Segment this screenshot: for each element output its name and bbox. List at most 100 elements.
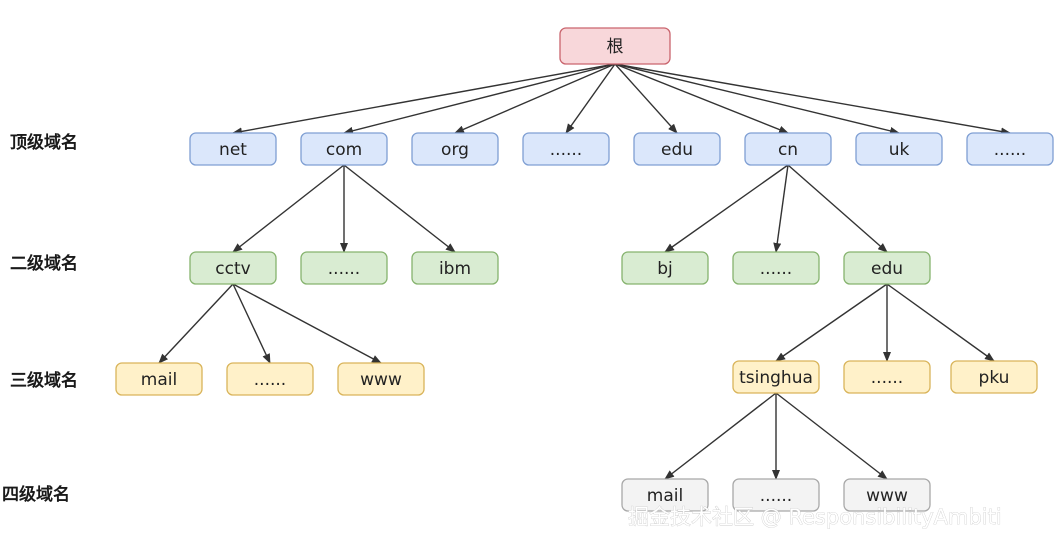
node-box bbox=[226, 362, 314, 396]
node-label: org bbox=[441, 140, 469, 160]
edge-cn-to-cn-edu bbox=[787, 164, 888, 253]
edge-tsinghua-to-tsinghua-mail bbox=[664, 392, 777, 480]
node-cctv-more: ...... bbox=[226, 362, 314, 396]
node-cctv: cctv bbox=[189, 251, 277, 285]
node-net: net bbox=[189, 132, 277, 166]
node-label: tsinghua bbox=[739, 368, 813, 388]
node-label: uk bbox=[889, 140, 910, 160]
edge-root-to-cn bbox=[614, 63, 789, 134]
edges bbox=[158, 63, 1011, 480]
node-box bbox=[621, 478, 709, 512]
node-tsinghua-www: www bbox=[843, 478, 931, 512]
node-label: bj bbox=[657, 259, 673, 279]
level-labels: 顶级域名 二级域名 三级域名 四级域名 bbox=[2, 132, 78, 505]
edge-com-to-ibm bbox=[343, 164, 456, 253]
node-box bbox=[337, 362, 425, 396]
node-uk: uk bbox=[855, 132, 943, 166]
node-box bbox=[744, 132, 832, 166]
node-label: edu bbox=[661, 140, 693, 160]
node-box bbox=[732, 251, 820, 285]
node-box bbox=[633, 132, 721, 166]
node-box bbox=[189, 132, 277, 166]
level-label-top: 顶级域名 bbox=[10, 132, 78, 153]
node-com-more: ...... bbox=[300, 251, 388, 285]
node-box bbox=[843, 478, 931, 512]
node-box bbox=[300, 132, 388, 166]
nodes: 根 net com org...... edu cn uk...... cctv...... i… bbox=[115, 27, 1054, 512]
node-label: ...... bbox=[254, 370, 286, 390]
node-box bbox=[732, 478, 820, 512]
level-label-third: 三级域名 bbox=[10, 370, 78, 391]
node-edu: edu bbox=[633, 132, 721, 166]
edge-com-to-cctv bbox=[232, 164, 345, 253]
node-box bbox=[843, 251, 931, 285]
edge-cn-to-bj bbox=[664, 164, 789, 253]
node-label: ...... bbox=[328, 259, 360, 279]
node-tsinghua-mail: mail bbox=[621, 478, 709, 512]
edge-cn-to-cn-more bbox=[773, 164, 789, 253]
node-top-more-1: ...... bbox=[522, 132, 610, 166]
node-label: ...... bbox=[760, 259, 792, 279]
node-label: net bbox=[219, 140, 247, 160]
node-bj: bj bbox=[621, 251, 709, 285]
edge-cctv-to-cctv-more bbox=[232, 283, 271, 364]
node-cctv-www: www bbox=[337, 362, 425, 396]
node-label: cctv bbox=[215, 259, 250, 279]
edge-root-to-uk bbox=[614, 63, 900, 135]
node-label: cn bbox=[778, 140, 798, 160]
node-box bbox=[411, 132, 499, 166]
node-label: ...... bbox=[871, 368, 903, 388]
node-cn-edu: edu bbox=[843, 251, 931, 285]
node-edu-more: ...... bbox=[843, 360, 931, 394]
edge-root-to-org bbox=[454, 63, 616, 134]
watermark: 掘金技术社区 @ ResponsibilityAmbiti bbox=[628, 505, 1002, 529]
node-box bbox=[411, 251, 499, 285]
node-com: com bbox=[300, 132, 388, 166]
node-box bbox=[621, 251, 709, 285]
node-box bbox=[966, 132, 1054, 166]
node-box bbox=[855, 132, 943, 166]
node-ibm: ibm bbox=[411, 251, 499, 285]
node-box bbox=[950, 360, 1038, 394]
node-label: mail bbox=[141, 370, 177, 390]
node-org: org bbox=[411, 132, 499, 166]
edge-root-to-edu bbox=[614, 63, 678, 134]
node-box bbox=[559, 27, 671, 65]
node-label: mail bbox=[647, 486, 683, 506]
level-label-fourth: 四级域名 bbox=[2, 484, 70, 505]
node-box bbox=[522, 132, 610, 166]
edge-cctv-to-cctv-mail bbox=[158, 283, 234, 364]
node-cn-more: ...... bbox=[732, 251, 820, 285]
edge-root-to-top-more-2 bbox=[614, 63, 1011, 136]
node-cn: cn bbox=[744, 132, 832, 166]
node-pku: pku bbox=[950, 360, 1038, 394]
node-label: edu bbox=[871, 259, 903, 279]
node-box bbox=[115, 362, 203, 396]
node-tsinghua-more: ...... bbox=[732, 478, 820, 512]
node-label: pku bbox=[979, 368, 1010, 388]
edge-cn-edu-to-pku bbox=[886, 283, 995, 362]
node-label: ...... bbox=[760, 486, 792, 506]
edge-tsinghua-to-tsinghua-www bbox=[775, 392, 888, 480]
edge-root-to-top-more-1 bbox=[565, 63, 616, 134]
node-cctv-mail: mail bbox=[115, 362, 203, 396]
node-label: ibm bbox=[439, 259, 471, 279]
node-box bbox=[300, 251, 388, 285]
level-label-second: 二级域名 bbox=[10, 253, 78, 274]
edge-cn-edu-to-tsinghua bbox=[775, 283, 888, 362]
node-label: www bbox=[360, 370, 402, 390]
node-top-more-2: ...... bbox=[966, 132, 1054, 166]
node-label: www bbox=[866, 486, 908, 506]
node-box bbox=[843, 360, 931, 394]
edge-root-to-net bbox=[232, 63, 616, 136]
node-label: ...... bbox=[994, 140, 1026, 160]
node-label: ...... bbox=[550, 140, 582, 160]
node-label: com bbox=[326, 140, 362, 160]
node-box bbox=[732, 360, 820, 394]
edge-cctv-to-cctv-www bbox=[232, 283, 382, 364]
node-tsinghua: tsinghua bbox=[732, 360, 820, 394]
edge-root-to-com bbox=[343, 63, 616, 135]
node-label: 根 bbox=[607, 37, 624, 57]
node-box bbox=[189, 251, 277, 285]
